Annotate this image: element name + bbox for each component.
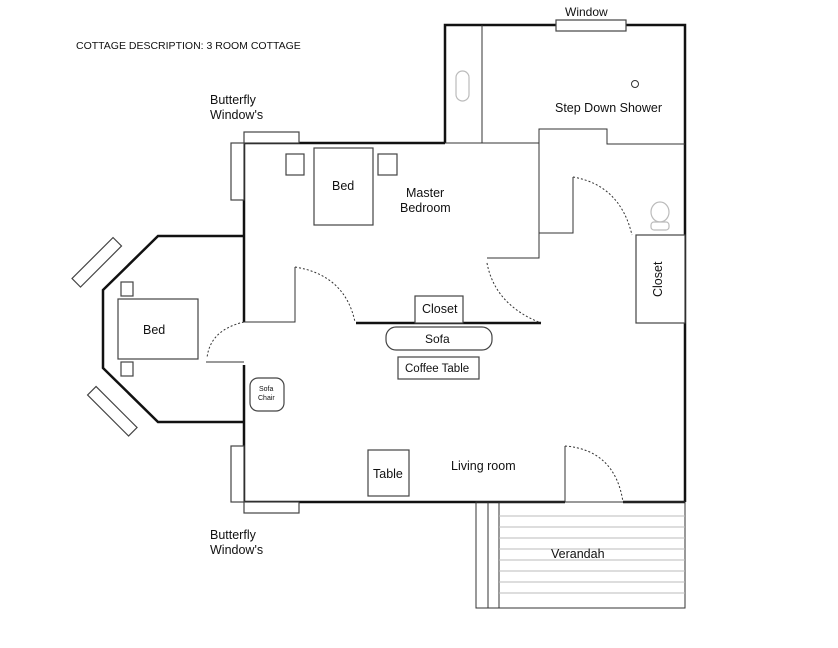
master-bed-label: Bed [332,179,354,193]
nightstand [120,361,134,377]
closet-center-label: Closet [422,302,458,316]
nightstand [377,153,398,176]
living-room-label: Living room [451,459,516,473]
sofa-chair-label-2: Chair [258,395,275,402]
verandah-label: Verandah [551,547,605,561]
closet-right: Closet [635,234,686,324]
closet-right-label: Closet [651,261,665,297]
sink-icon [455,70,470,102]
butterfly-top-label-2: Window's [210,108,263,122]
butterfly-bottom-label: Butterfly [210,528,257,542]
butterfly-windows: Butterfly Window's Butterfly Window's [210,93,300,557]
shower-drain-icon [631,80,639,88]
sofa-chair [249,377,285,412]
nightstand [120,281,134,297]
side-bed-label: Bed [143,323,165,337]
main-walls [242,141,685,504]
sofa-label: Sofa [425,332,450,346]
verandah: Verandah [475,501,686,609]
sofa [385,326,493,351]
table [367,449,410,497]
nightstand [285,153,305,176]
bathroom-window [555,19,627,32]
sofa-chair-label: Sofa [259,386,274,393]
master-bedroom-label: Master [406,186,444,200]
closet-center [414,295,464,324]
bay-window [86,385,138,437]
master-bedroom-label-2: Bedroom [400,201,451,215]
window-label: Window [565,5,608,19]
butterfly-top-label: Butterfly [210,93,257,107]
butterfly-bottom-label-2: Window's [210,543,263,557]
table-label: Table [373,467,403,481]
coffee-table [397,356,480,380]
toilet-icon [650,201,670,231]
master-bedroom: Bed Master Bedroom Closet [285,147,464,324]
shower-label: Step Down Shower [555,101,662,115]
coffee-table-label: Coffee Table [405,363,469,375]
bay-window [71,236,123,288]
living-room: Sofa Coffee Table Sofa Chair Table Livin… [249,326,516,497]
side-bedroom: Bed [71,234,245,437]
side-bed [117,298,199,360]
plan-title: COTTAGE DESCRIPTION: 3 ROOM COTTAGE [76,40,301,52]
master-bed [313,147,374,226]
